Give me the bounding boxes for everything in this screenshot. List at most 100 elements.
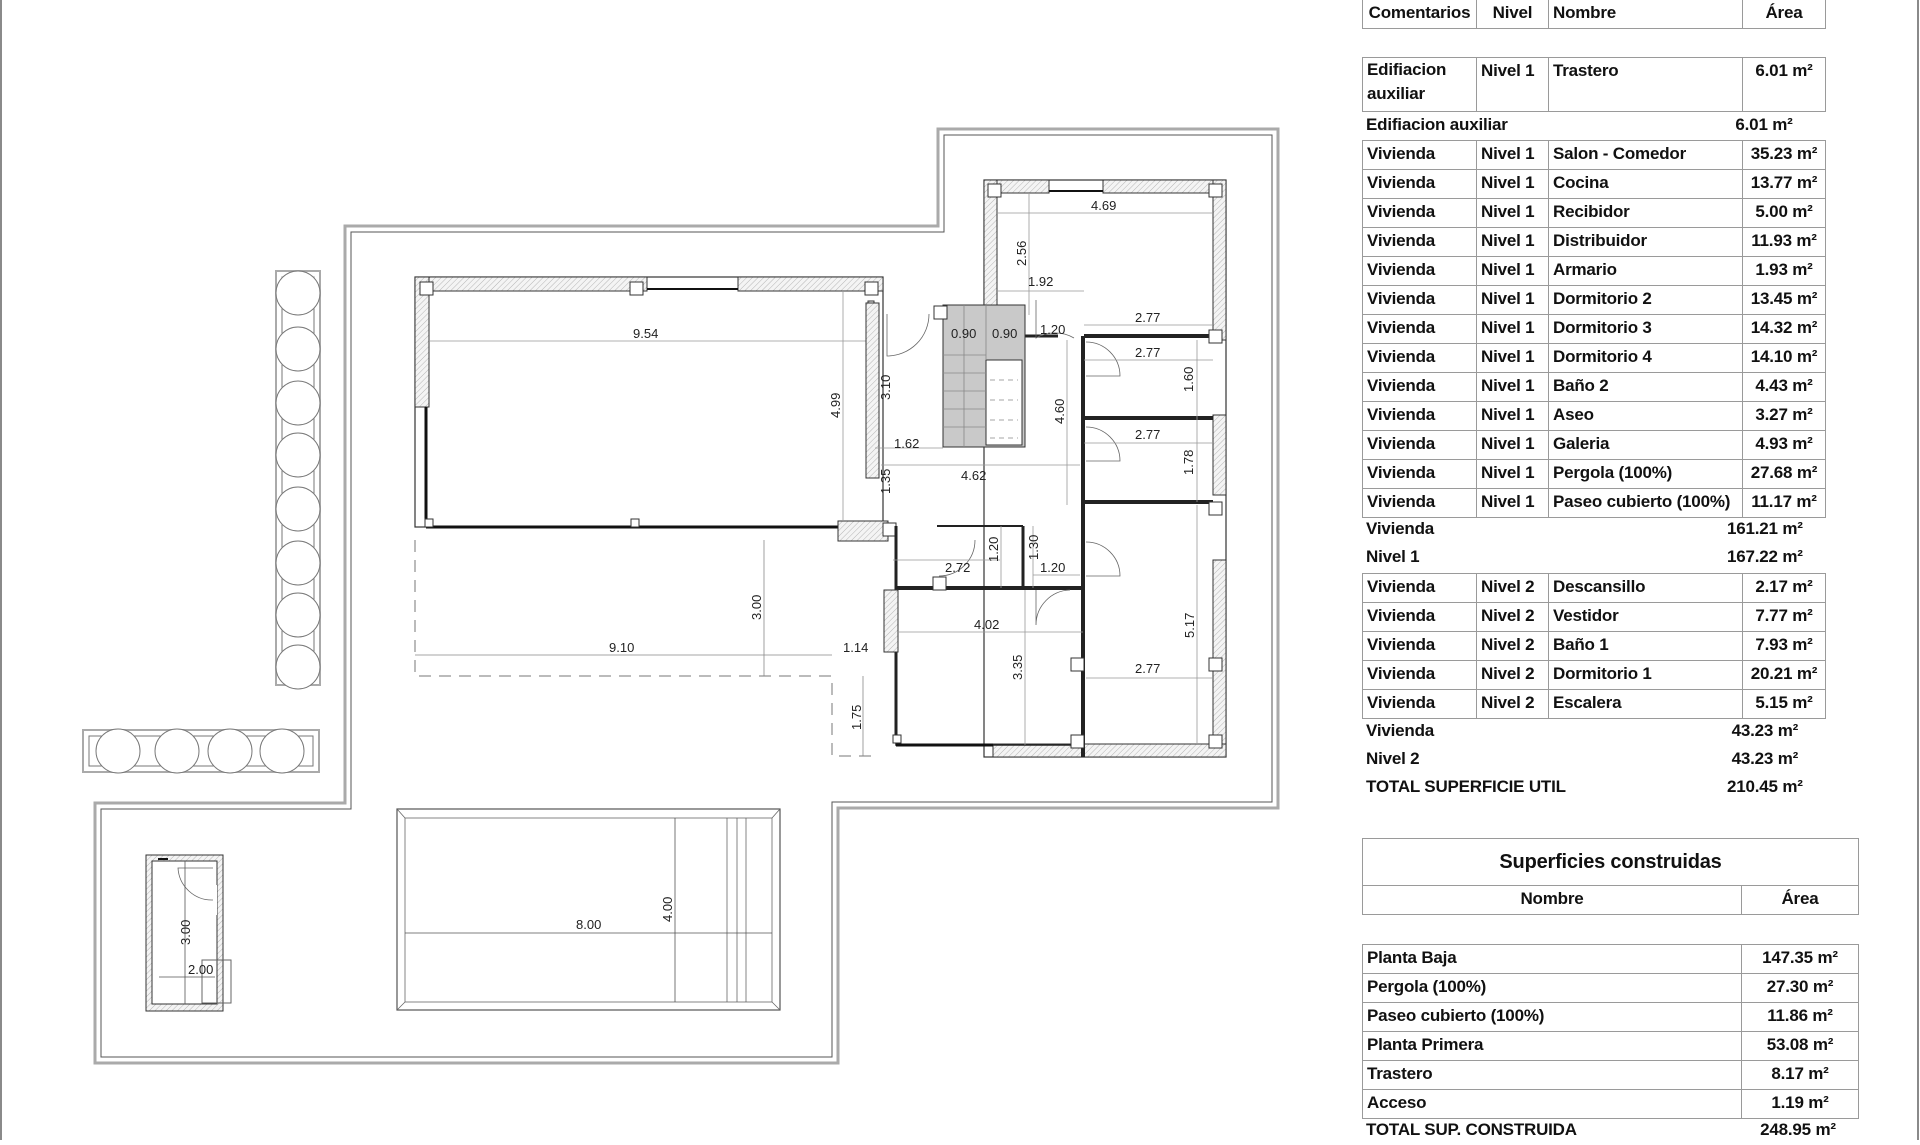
cell-nombre: Cocina: [1548, 169, 1743, 199]
cell-nivel: Nivel 1: [1476, 169, 1549, 199]
dim-hall-height: 1.35: [878, 469, 893, 494]
cell-area: 13.77 m²: [1742, 169, 1826, 199]
cell-comentarios: Vivienda: [1362, 430, 1477, 460]
dim-cocina-width: 4.02: [974, 617, 999, 632]
dim-dorm-br-width: 2.77: [1135, 661, 1160, 676]
dim-paseo-width: 1.14: [843, 640, 868, 655]
cell-comentarios: Vivienda: [1362, 488, 1477, 518]
cell-nivel: Nivel 1: [1476, 430, 1549, 460]
dim-recibidor-height: 3.10: [878, 375, 893, 400]
cell-area: 4.43 m²: [1742, 372, 1826, 402]
dim-trastero-height: 3.00: [178, 920, 193, 945]
dim-dorm-br-height: 5.17: [1182, 613, 1197, 638]
table-row: Paseo cubierto (100%)11.86 m²: [1362, 1002, 1859, 1032]
util-subtotal-nivel2: Vivienda 43.23 m² Nivel 2 43.23 m² TOTAL…: [1362, 718, 1807, 802]
planter-horizontal: [82, 728, 320, 774]
cell-area: 5.00 m²: [1742, 198, 1826, 228]
dim-salon-height: 4.99: [828, 393, 843, 418]
cell-area: 14.32 m²: [1742, 314, 1826, 344]
dim-aseo-height: 1.78: [1181, 450, 1196, 475]
total-built-label: TOTAL SUP. CONSTRUIDA: [1366, 1120, 1577, 1139]
page-border-left: [0, 0, 2, 1140]
util-subtotal-nivel1: Vivienda 161.21 m² Nivel 1 167.22 m²: [1366, 519, 1803, 566]
cell-comentarios: Vivienda: [1362, 689, 1477, 719]
cell-area: 5.15 m²: [1742, 689, 1826, 719]
cell-nombre: Planta Baja: [1362, 944, 1742, 974]
cell-nivel: Nivel 2: [1476, 689, 1549, 719]
cell-nombre: Baño 2: [1548, 372, 1743, 402]
cell-nombre: Salon - Comedor: [1548, 140, 1743, 170]
cell-nivel: Nivel 1: [1476, 372, 1549, 402]
cell-nombre: Dormitorio 1: [1548, 660, 1743, 690]
cell-comentarios: Vivienda: [1362, 227, 1477, 257]
util-table-aux: Edifiacion auxiliar Nivel 1 Trastero 6.0…: [1362, 57, 1826, 112]
cell-area: 35.23 m²: [1742, 140, 1826, 170]
cell-nivel: Nivel 1: [1476, 198, 1549, 228]
cell-nivel: Nivel 1: [1476, 459, 1549, 489]
pergola-outline: [414, 540, 873, 757]
cell-nombre: Galeria: [1548, 430, 1743, 460]
cell-nivel: Nivel 2: [1476, 631, 1549, 661]
cell-area: 1.93 m²: [1742, 256, 1826, 286]
cell-nombre: Armario: [1548, 256, 1743, 286]
cell-nombre: Descansillo: [1548, 573, 1743, 603]
cell-area: 147.35 m²: [1741, 944, 1859, 974]
cell-area: 1.19 m²: [1741, 1089, 1859, 1119]
cell-comentarios: Vivienda: [1362, 343, 1477, 373]
cell-comentarios: Vivienda: [1362, 573, 1477, 603]
dim-cocina-height: 3.35: [1010, 655, 1025, 680]
cell-nombre: Pergola (100%): [1548, 459, 1743, 489]
cell-area: 14.10 m²: [1742, 343, 1826, 373]
cell-area: 53.08 m²: [1741, 1031, 1859, 1061]
built-table-header: Superficies construidas Nombre Área: [1362, 838, 1859, 915]
dim-dorm-top-height: 2.56: [1014, 241, 1029, 266]
dim-small-height: 1.30: [1026, 535, 1041, 560]
cell-nivel: Nivel 1: [1476, 314, 1549, 344]
dim-stair-w2: 0.90: [992, 326, 1017, 341]
dim-door-top: 1.20: [1040, 322, 1065, 337]
cell-area: 11.86 m²: [1741, 1002, 1859, 1032]
cell-comentarios: Vivienda: [1362, 169, 1477, 199]
dim-dorm-top-notch: 1.92: [1028, 274, 1053, 289]
dim-pool-length: 8.00: [576, 917, 601, 932]
col-area: Área: [1742, 0, 1826, 29]
cell-area: 27.68 m²: [1742, 459, 1826, 489]
total-built-area: 248.95 m²: [1760, 1120, 1836, 1139]
dim-dorm-top-width: 4.69: [1091, 198, 1116, 213]
page-border-right: [1917, 0, 1919, 1140]
util-table-header: Comentarios Nivel Nombre Área: [1362, 0, 1826, 29]
dim-bano-height: 1.60: [1181, 367, 1196, 392]
total-util-label: TOTAL SUPERFICIE UTIL: [1366, 777, 1566, 796]
cell-area: 7.93 m²: [1742, 631, 1826, 661]
dim-aseo-width: 2.77: [1135, 427, 1160, 442]
table-row: Edifiacion auxiliar Nivel 1 Trastero 6.0…: [1362, 57, 1826, 112]
cell-comentarios: Vivienda: [1362, 631, 1477, 661]
dim-stair-w1: 0.90: [951, 326, 976, 341]
trastero: [145, 854, 232, 1012]
cell-comentarios: Vivienda: [1362, 459, 1477, 489]
dim-pool-width: 4.00: [660, 897, 675, 922]
cell-nombre: Distribuidor: [1548, 227, 1743, 257]
cell-comentarios: Vivienda: [1362, 314, 1477, 344]
pool: [396, 808, 781, 1011]
cell-nivel: Nivel 1: [1476, 488, 1549, 518]
cell-nombre: Dormitorio 2: [1548, 285, 1743, 315]
cell-nivel: Nivel 2: [1476, 660, 1549, 690]
cell-area: 20.21 m²: [1742, 660, 1826, 690]
cell-nivel: Nivel 1: [1476, 227, 1549, 257]
